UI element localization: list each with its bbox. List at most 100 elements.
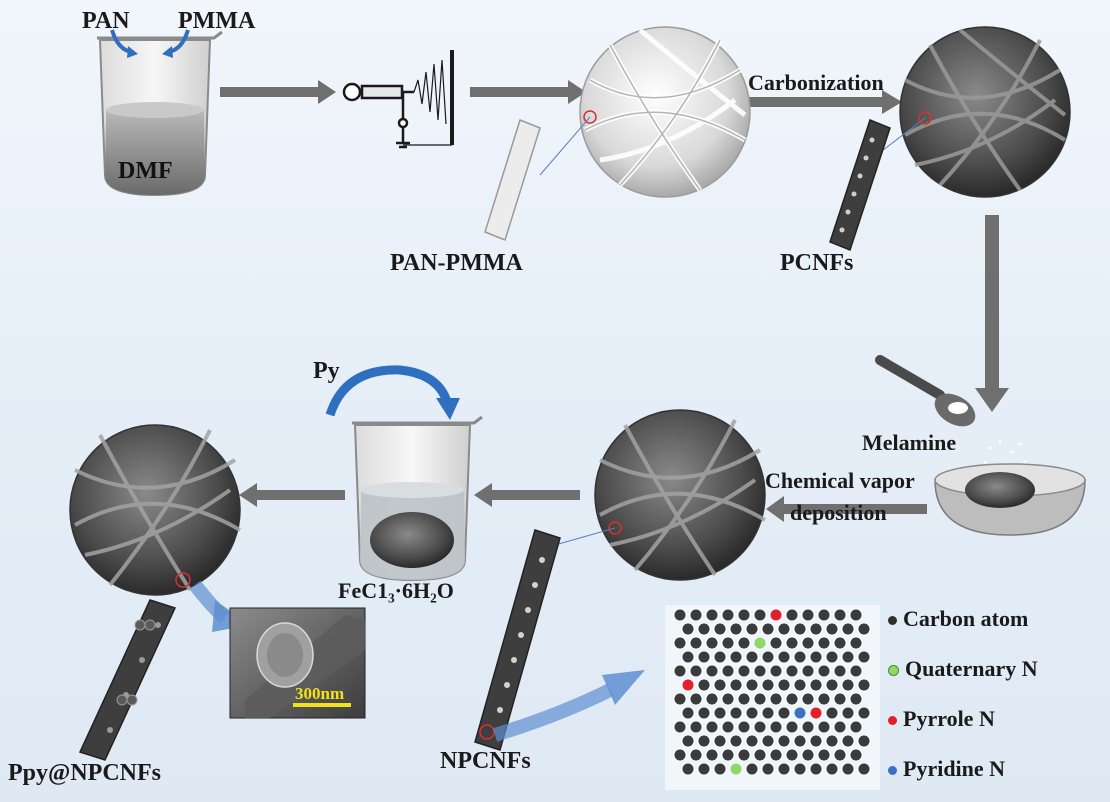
nitrogen-atom [682,679,694,691]
legend-pyrrole-n-label: Pyrrole N [903,706,995,731]
carbon-atom [770,749,782,761]
carbon-atom [778,763,790,775]
carbon-atom [690,749,702,761]
carbon-atom [850,665,862,677]
carbon-atom [738,665,750,677]
carbon-atom [810,763,822,775]
carbon-atom [690,665,702,677]
atomic-lattice [665,605,880,790]
carbon-atom [786,721,798,733]
process-arrows [220,80,1009,522]
carbon-atom [754,749,766,761]
electrospinning-setup [342,50,454,149]
carbon-atom [746,707,758,719]
carbon-atom [746,623,758,635]
pyridine-n-dot [888,766,897,776]
carbon-atom [794,763,806,775]
carbon-atom [722,721,734,733]
npcnfs-fiber-ball [554,409,767,581]
carbon-atom [770,693,782,705]
carbon-atom [802,609,814,621]
carbon-atom [826,763,838,775]
ppy-npcnfs-fiber-ball [69,424,242,596]
carbon-atom [794,679,806,691]
carbon-atom [786,665,798,677]
carbon-atom [786,693,798,705]
legend-pyrrole-n: Pyrrole N [888,706,995,732]
py-label: Py [313,358,340,384]
carbon-atom [698,679,710,691]
carbon-atom [722,665,734,677]
carbon-atom [698,651,710,663]
carbon-atom [698,763,710,775]
carbon-atom [682,735,694,747]
carbon-atom [714,763,726,775]
carbon-atom [762,623,774,635]
pcnfs-single-fiber [829,119,891,251]
carbon-atom [818,665,830,677]
melamine-spoon [875,355,976,427]
carbon-atom [858,623,870,635]
carbon-atom [738,721,750,733]
carbon-atom [762,763,774,775]
carbon-atom [826,707,838,719]
carbon-atom [858,679,870,691]
carbon-atom [730,735,742,747]
carbon-atom [674,609,686,621]
carbon-atom [778,651,790,663]
scale-bar-label: 300nm [295,684,345,703]
carbon-atom [762,679,774,691]
carbon-atom [682,651,694,663]
ppy-single-fiber [78,599,177,761]
carbon-atom [834,665,846,677]
carbon-atom [810,651,822,663]
carbon-atom [850,721,862,733]
carbonization-label: Carbonization [748,70,884,95]
carbon-atom [786,637,798,649]
carbon-atom [754,665,766,677]
carbon-atom [762,707,774,719]
carbon-atom [722,609,734,621]
pcnfs-label: PCNFs [780,250,854,276]
carbon-atom [834,609,846,621]
carbon-atom [794,651,806,663]
carbon-atom [802,721,814,733]
carbon-atom [802,749,814,761]
carbon-atom [698,623,710,635]
nitrogen-atom [754,637,766,649]
dmf-beaker [97,30,223,197]
carbon-atom [714,651,726,663]
carbon-atom [834,693,846,705]
legend-carbon-atom-label: Carbon atom [903,606,1029,631]
carbon-atom [802,693,814,705]
carbon-atom [674,665,686,677]
carbon-atom [802,637,814,649]
nitrogen-atom [810,707,822,719]
carbon-atom [794,623,806,635]
carbon-atom [674,721,686,733]
pyrrole-n-dot [888,716,897,726]
carbon-atom [690,693,702,705]
carbon-atom [778,623,790,635]
carbon-atom [858,707,870,719]
carbon-atom [698,735,710,747]
carbon-atom [722,637,734,649]
pan-pmma-label: PAN-PMMA [390,250,523,276]
carbon-atom [754,609,766,621]
carbon-atom [770,637,782,649]
carbon-atom [818,609,830,621]
carbon-atom [706,609,718,621]
carbon-atom [746,735,758,747]
fecl3-beaker [352,415,483,582]
carbon-atom [698,707,710,719]
carbon-atom [818,721,830,733]
carbon-atom [810,735,822,747]
carbon-atom [842,763,854,775]
sem-image [229,607,366,719]
carbon-atom [850,637,862,649]
carbon-atom [818,693,830,705]
carbon-atom [746,679,758,691]
carbon-atom [690,637,702,649]
carbon-atom [826,735,838,747]
carbon-atom [746,651,758,663]
